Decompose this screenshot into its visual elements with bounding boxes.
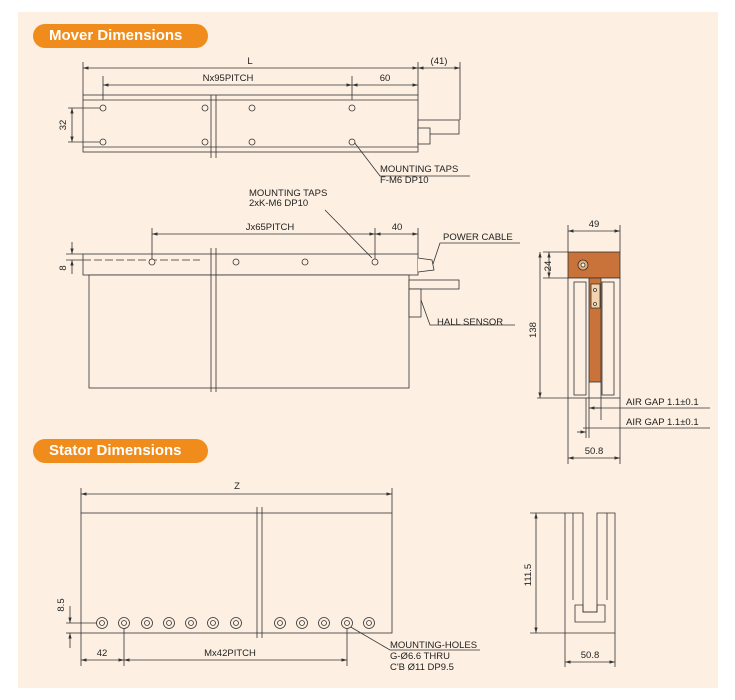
mover-top-holes xyxy=(99,104,356,146)
dim-24: 24 xyxy=(543,261,554,272)
dim-111-5: 111.5 xyxy=(523,564,534,586)
mounting-holes-thru: G-Ø6.6 THRU xyxy=(390,651,450,662)
dim-8: 8 xyxy=(58,265,69,270)
dim-Z: Z xyxy=(234,481,240,492)
dim-jx65-pitch: Jx65PITCH xyxy=(246,222,295,233)
air-gap-label-2: AIR GAP 1.1±0.1 xyxy=(626,417,699,428)
stator-side-view xyxy=(66,488,480,666)
mover-side-holes xyxy=(148,258,379,266)
dim-nx95-pitch: Nx95PITCH xyxy=(203,73,254,84)
dim-L: L xyxy=(247,56,252,67)
stator-mounting-holes xyxy=(96,617,375,629)
mounting-taps-label: MOUNTING TAPS xyxy=(380,164,458,175)
stator-end-view xyxy=(564,512,616,634)
dim-32: 32 xyxy=(58,120,69,131)
mover-dimensions-title: Mover Dimensions xyxy=(33,24,208,48)
dim-42: 42 xyxy=(97,648,108,659)
stator-end-dims xyxy=(530,512,616,667)
mover-top-view xyxy=(68,62,470,177)
side-mounting-taps-label: MOUNTING TAPS xyxy=(249,188,327,199)
dim-50-8-mover: 50.8 xyxy=(585,446,604,457)
dim-138: 138 xyxy=(528,322,539,338)
dim-8-5: 8.5 xyxy=(56,598,67,611)
air-gap-label-1: AIR GAP 1.1±0.1 xyxy=(626,397,699,408)
dim-41: (41) xyxy=(431,56,448,67)
power-cable-label: POWER CABLE xyxy=(443,232,513,243)
mounting-holes-label: MOUNTING-HOLES xyxy=(390,640,477,651)
dim-50-8-stator: 50.8 xyxy=(581,650,600,661)
mover-side-view xyxy=(66,209,520,392)
dim-60: 60 xyxy=(380,73,391,84)
dim-40: 40 xyxy=(392,222,403,233)
dim-mx42-pitch: Mx42PITCH xyxy=(204,648,256,659)
mounting-holes-cb: C'B Ø11 DP9.5 xyxy=(390,662,454,673)
stator-dimensions-title: Stator Dimensions xyxy=(33,439,208,463)
mover-end-view xyxy=(537,225,710,464)
mounting-taps-spec: F-M6 DP10 xyxy=(380,175,429,186)
hall-sensor-label: HALL SENSOR xyxy=(437,317,503,328)
dim-49: 49 xyxy=(589,219,600,230)
side-mounting-taps-spec: 2xK-M6 DP10 xyxy=(249,198,308,209)
